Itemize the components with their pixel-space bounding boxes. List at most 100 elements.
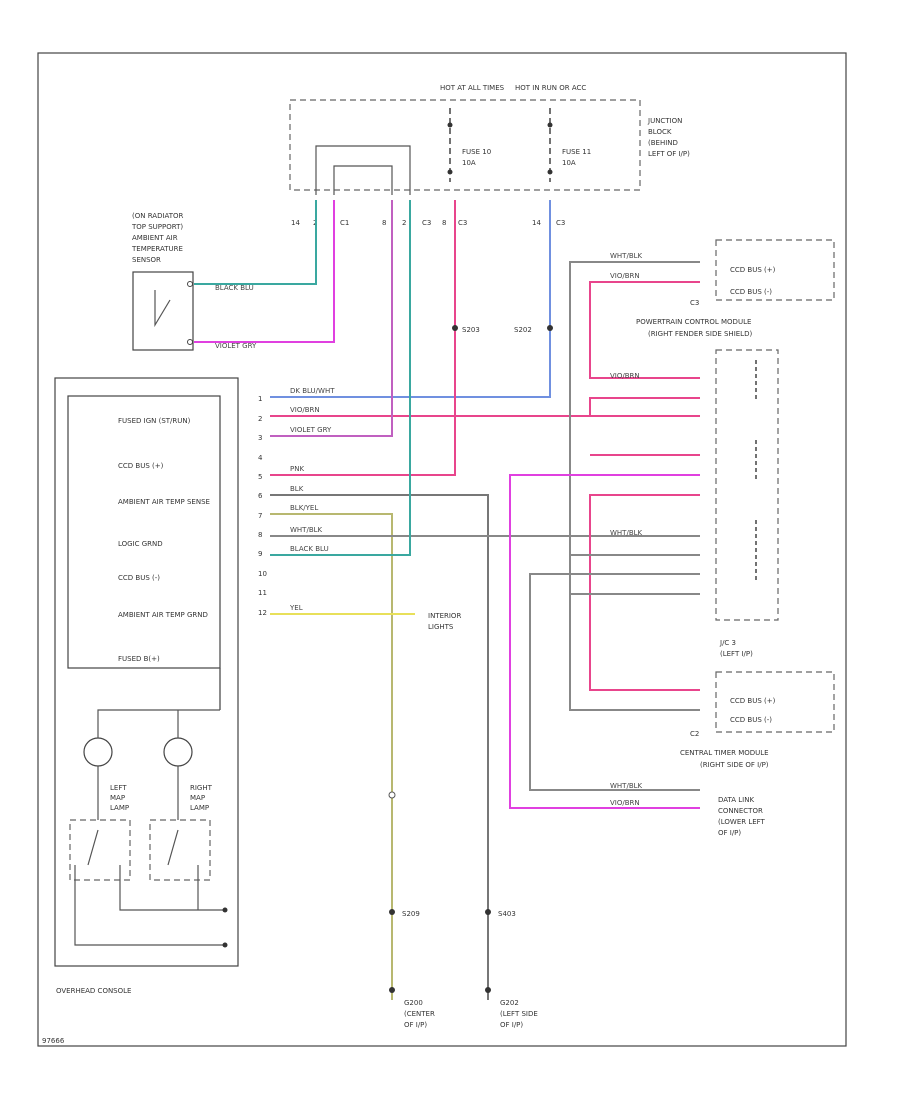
wire-sensor-ground — [194, 200, 335, 343]
sensor-label-3: AMBIENT AIR — [132, 234, 178, 242]
sensor-body — [132, 271, 194, 351]
pin-label: 14 — [532, 219, 541, 227]
diagram-code: 97666 — [42, 1037, 65, 1045]
overhead-console: FUSED IGN (ST/RUN) CCD BUS (+) AMBIENT A… — [54, 377, 239, 995]
ground-label: OF I/P) — [500, 1021, 523, 1029]
sensor-label-1: (ON RADIATOR — [132, 212, 184, 220]
wire-dlc-bus-neg — [529, 573, 700, 791]
right-lamp-switch — [149, 819, 211, 881]
ctm-outline — [715, 671, 835, 733]
ground-label: G202 — [500, 999, 519, 1007]
hot-at-all-times-label: HOT AT ALL TIMES — [440, 84, 505, 92]
pin-label: 14 — [291, 219, 300, 227]
wire-label: BLACK BLU — [290, 545, 329, 553]
pin-label: 8 — [382, 219, 386, 227]
wire-blk — [270, 494, 489, 1000]
ground-label: G200 — [404, 999, 423, 1007]
wire-label: VIO/BRN — [610, 372, 640, 380]
left-map-lamp-bulb — [83, 737, 113, 767]
splice-label: S403 — [498, 910, 516, 918]
pin-number: 6 — [258, 492, 263, 500]
ctm-connector: C2 — [690, 730, 699, 738]
pin-ccd-bus-neg: CCD BUS (-) — [118, 574, 160, 582]
pin-ambient-grnd: AMBIENT AIR TEMP GRND — [118, 611, 208, 619]
left-map-lamp-label: LAMP — [110, 804, 129, 812]
wire-pnk — [270, 200, 456, 476]
splice-label: S209 — [402, 910, 420, 918]
ground-label: (CENTER — [404, 1010, 435, 1018]
ground-label: OF I/P) — [404, 1021, 427, 1029]
wire-label: YEL — [289, 604, 303, 612]
ctm-bus-pos: CCD BUS (+) — [730, 697, 776, 705]
pin-label: C1 — [340, 219, 349, 227]
wire-black-blu — [270, 200, 411, 556]
wire-label: BLK/YEL — [290, 504, 318, 512]
wire-label: VIOLET GRY — [215, 342, 257, 350]
ctm-label: CENTRAL TIMER MODULE — [680, 749, 769, 757]
wire-pcm-bus-pos-2 — [589, 397, 700, 416]
pin-label: C3 — [458, 219, 467, 227]
wire-label: VIO/BRN — [290, 406, 320, 414]
diagram-frame — [37, 52, 847, 1047]
powertrain-control-module: CCD BUS (+) CCD BUS (-) C3 POWERTRAIN CO… — [636, 239, 835, 338]
wire-sensor-signal — [194, 200, 317, 285]
splice-label: S203 — [462, 326, 480, 334]
pcm-outline — [715, 239, 835, 301]
fuse-11-amp: 10A — [562, 159, 576, 167]
wire-ctm-bus-neg — [569, 554, 700, 711]
fuse-11-label: FUSE 11 — [562, 148, 591, 156]
ground-g200 — [389, 987, 395, 993]
right-map-lamp-bulb — [163, 737, 193, 767]
pin-number: 8 — [258, 531, 262, 539]
pin-number: 3 — [258, 434, 262, 442]
right-map-lamp-label: RIGHT — [190, 784, 213, 792]
connector-pin — [388, 791, 396, 799]
wire-label: VIO/BRN — [610, 272, 640, 280]
splice-s209 — [389, 909, 395, 915]
wire-label: PNK — [290, 465, 304, 473]
pin-number: 2 — [258, 415, 262, 423]
sensor-label-2: TOP SUPPORT) — [131, 223, 183, 231]
junction-block-label-3: (BEHIND — [648, 139, 678, 147]
ground-g202 — [485, 987, 491, 993]
pin-number: 11 — [258, 589, 267, 597]
wire-pcm-bus-pos — [589, 281, 700, 379]
wire-label: WHT/BLK — [610, 529, 643, 537]
ground-label: (LEFT SIDE — [500, 1010, 538, 1018]
dlc-label: CONNECTOR — [718, 807, 763, 815]
splice-s203 — [452, 325, 458, 331]
pin-fused-ign: FUSED IGN (ST/RUN) — [118, 417, 191, 425]
junction-block-label-2: BLOCK — [648, 128, 672, 136]
wire-blk-yel — [270, 513, 393, 1000]
junction-block-label-1: JUNCTION — [647, 117, 682, 125]
module-pin-numbers: 1 2 3 4 5 6 7 8 9 10 11 12 — [258, 395, 267, 617]
jc3-label: (LEFT I/P) — [720, 650, 753, 658]
pin-label: C3 — [556, 219, 565, 227]
splice-bank — [715, 349, 779, 621]
pcm-connector: C3 — [690, 299, 699, 307]
pin-fused-b: FUSED B(+) — [118, 655, 160, 663]
right-map-lamp-label: MAP — [190, 794, 205, 802]
wire-label: VIO/BRN — [610, 799, 640, 807]
left-lamp-switch — [69, 819, 131, 881]
ctm-bus-neg: CCD BUS (-) — [730, 716, 772, 724]
wire-dk-blu-wht — [270, 200, 551, 398]
wire-label: BLACK BLU — [215, 284, 254, 292]
wire-label: DK BLU/WHT — [290, 387, 335, 395]
pin-label: C3 — [422, 219, 431, 227]
pin-number: 10 — [258, 570, 267, 578]
wire-ctm-bus-pos — [589, 494, 700, 691]
central-timer-module: CCD BUS (+) CCD BUS (-) C2 CENTRAL TIMER… — [680, 671, 835, 769]
ambient-air-temperature-sensor: (ON RADIATOR TOP SUPPORT) AMBIENT AIR TE… — [131, 212, 194, 351]
pin-number: 4 — [258, 454, 263, 462]
wire-pcm-bus-neg — [569, 261, 700, 555]
fuse-10-amp: 10A — [462, 159, 476, 167]
right-map-lamp-label: LAMP — [190, 804, 209, 812]
pcm-bus-pos: CCD BUS (+) — [730, 266, 776, 274]
wire-label: BLK — [290, 485, 304, 493]
dlc-label: DATA LINK — [718, 796, 754, 804]
sensor-label-4: TEMPERATURE — [131, 245, 183, 253]
wire-violet-gry — [270, 200, 393, 437]
splice-s202 — [547, 325, 553, 331]
